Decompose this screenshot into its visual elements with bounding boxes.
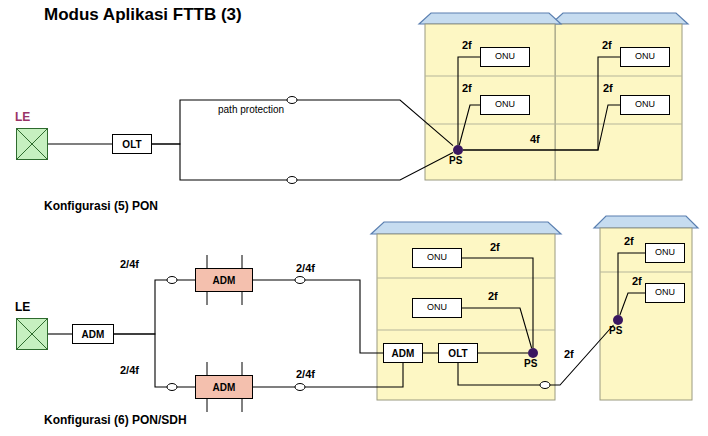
node-label: ONU	[495, 52, 515, 62]
fiber-link	[458, 325, 614, 385]
edge-label: 2/4f	[296, 368, 315, 380]
node-label: LE	[15, 111, 30, 124]
onu-box: ONU	[645, 283, 685, 303]
fiber-link	[458, 57, 480, 145]
edge-label: 2f	[624, 235, 634, 247]
roof	[551, 13, 688, 24]
onu-box: ONU	[480, 95, 530, 115]
fiber-link	[152, 100, 453, 146]
onu-box: ONU	[620, 95, 670, 115]
fiber-link	[48, 143, 112, 144]
adm-node-box: ADM	[195, 375, 253, 399]
floor-line	[425, 124, 682, 125]
splice-oval	[167, 97, 550, 391]
onu-box: ONU	[412, 298, 462, 318]
building	[377, 234, 555, 400]
fiber-link	[423, 352, 438, 353]
node-label: ADM	[392, 348, 415, 359]
fiber-link	[618, 253, 645, 315]
node-label: ONU	[635, 100, 655, 110]
local-exchange: LE	[16, 128, 48, 160]
fiber-link	[152, 144, 453, 180]
fiber-link	[463, 57, 620, 150]
equipment-box: OLT	[438, 343, 478, 363]
onu-box: ONU	[480, 47, 530, 67]
fiber-link	[620, 293, 645, 315]
node-label: ONU	[635, 52, 655, 62]
exchange-cross	[17, 129, 47, 159]
building	[600, 228, 692, 400]
diagram-title: Modus Aplikasi FTTB (3)	[44, 6, 242, 25]
exchange-cross	[17, 319, 47, 349]
fiber-link	[478, 352, 528, 353]
edge-label: 2/4f	[296, 262, 315, 274]
fiber-link	[462, 308, 532, 348]
node-label: OLT	[122, 139, 141, 150]
onu-box: ONU	[412, 248, 462, 268]
fiber-link	[462, 258, 533, 348]
node-label: PS	[524, 358, 537, 369]
fiber-link	[114, 280, 195, 334]
edge-label: path protection	[218, 104, 284, 115]
floor-line	[377, 330, 555, 331]
power-splitter: PS	[613, 315, 623, 325]
onu-box: ONU	[645, 243, 685, 263]
config-caption: Konfigurasi (6) PON/SDH	[44, 414, 187, 427]
node-label: LE	[15, 301, 30, 314]
edge-label: 2f	[602, 39, 612, 51]
power-splitter: PS	[453, 145, 463, 155]
equipment-box: OLT	[112, 134, 152, 154]
fiber-link	[253, 280, 383, 353]
onu-box: ONU	[620, 47, 670, 67]
roof	[594, 216, 698, 228]
node-label: ONU	[495, 100, 515, 110]
roof	[371, 222, 561, 234]
node-label: ADM	[213, 275, 236, 286]
edge-label: 2f	[490, 241, 500, 253]
node-label: ADM	[213, 382, 236, 393]
floor-line	[377, 278, 555, 279]
node-label: ONU	[427, 303, 447, 313]
node-label: ONU	[427, 253, 447, 263]
node-label: PS	[449, 155, 462, 166]
config-caption: Konfigurasi (5) PON	[44, 200, 158, 213]
edge-label: 2f	[462, 39, 472, 51]
fiber-count: 4f	[530, 133, 540, 145]
fiber-link	[48, 333, 72, 334]
node-label: ADM	[82, 329, 105, 340]
local-exchange: LE	[16, 318, 48, 350]
roof	[419, 13, 561, 24]
fiber-link	[253, 363, 403, 387]
node-label: PS	[609, 325, 622, 336]
equipment-box: ADM	[383, 343, 423, 363]
adm-node-box: ADM	[195, 268, 253, 292]
node-label: ONU	[655, 248, 675, 258]
edge-label: 2f	[462, 82, 472, 94]
floor-line	[425, 76, 682, 77]
edge-label: 2f	[488, 290, 498, 302]
power-splitter: PS	[528, 348, 538, 358]
edge-label: 2/4f	[120, 364, 139, 376]
fiber-link	[114, 334, 195, 387]
edge-label: 2f	[564, 348, 574, 360]
building	[555, 24, 682, 180]
edge-label: 2/4f	[120, 258, 139, 270]
floor-line	[600, 272, 692, 273]
edge-label: 2f	[603, 82, 613, 94]
fiber-link	[459, 105, 480, 145]
node-label: OLT	[448, 348, 467, 359]
node-label: ONU	[655, 288, 675, 298]
edge-label: 2f	[632, 275, 642, 287]
equipment-box: ADM	[72, 324, 114, 344]
